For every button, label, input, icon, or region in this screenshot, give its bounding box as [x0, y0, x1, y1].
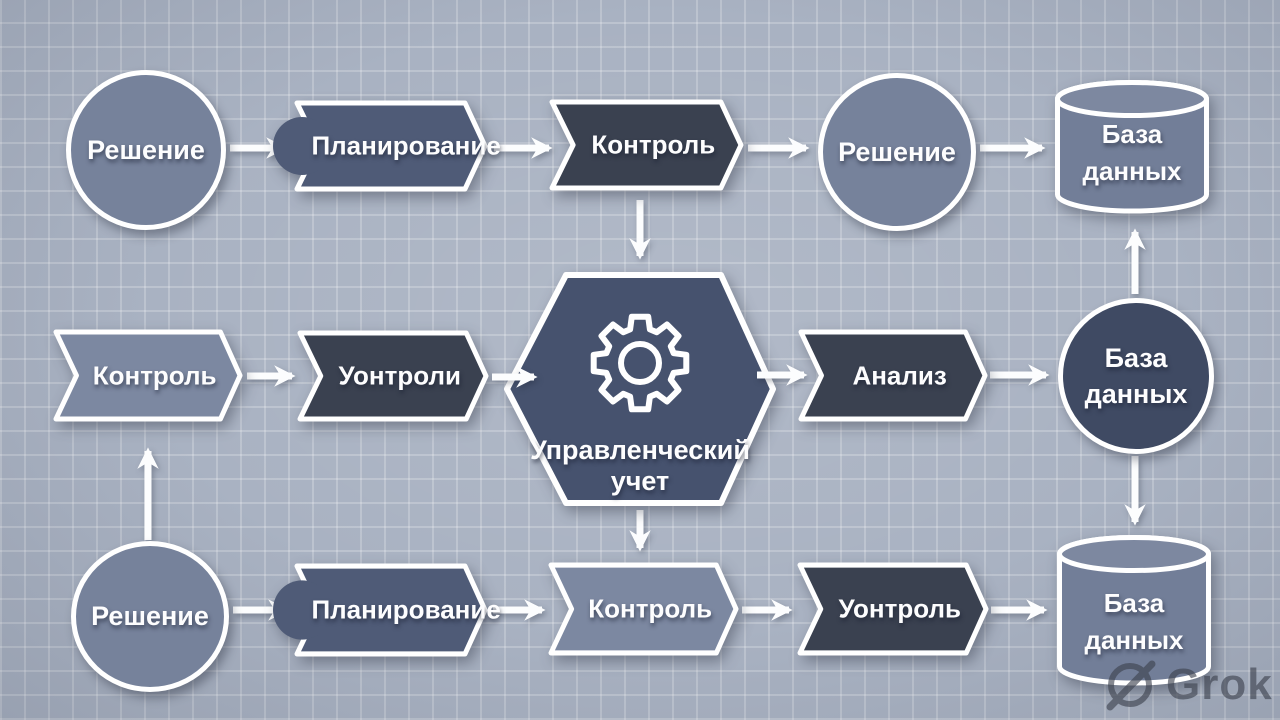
bump-decoration [273, 117, 331, 175]
cylinder-lid [1057, 535, 1211, 573]
gear-icon [590, 313, 690, 413]
grok-logo-icon [1106, 660, 1156, 711]
grok-watermark: Grok [1104, 655, 1280, 715]
cylinder-lid [1055, 80, 1209, 118]
bump-decoration [273, 580, 331, 640]
watermark-text: Grok [1166, 660, 1273, 709]
